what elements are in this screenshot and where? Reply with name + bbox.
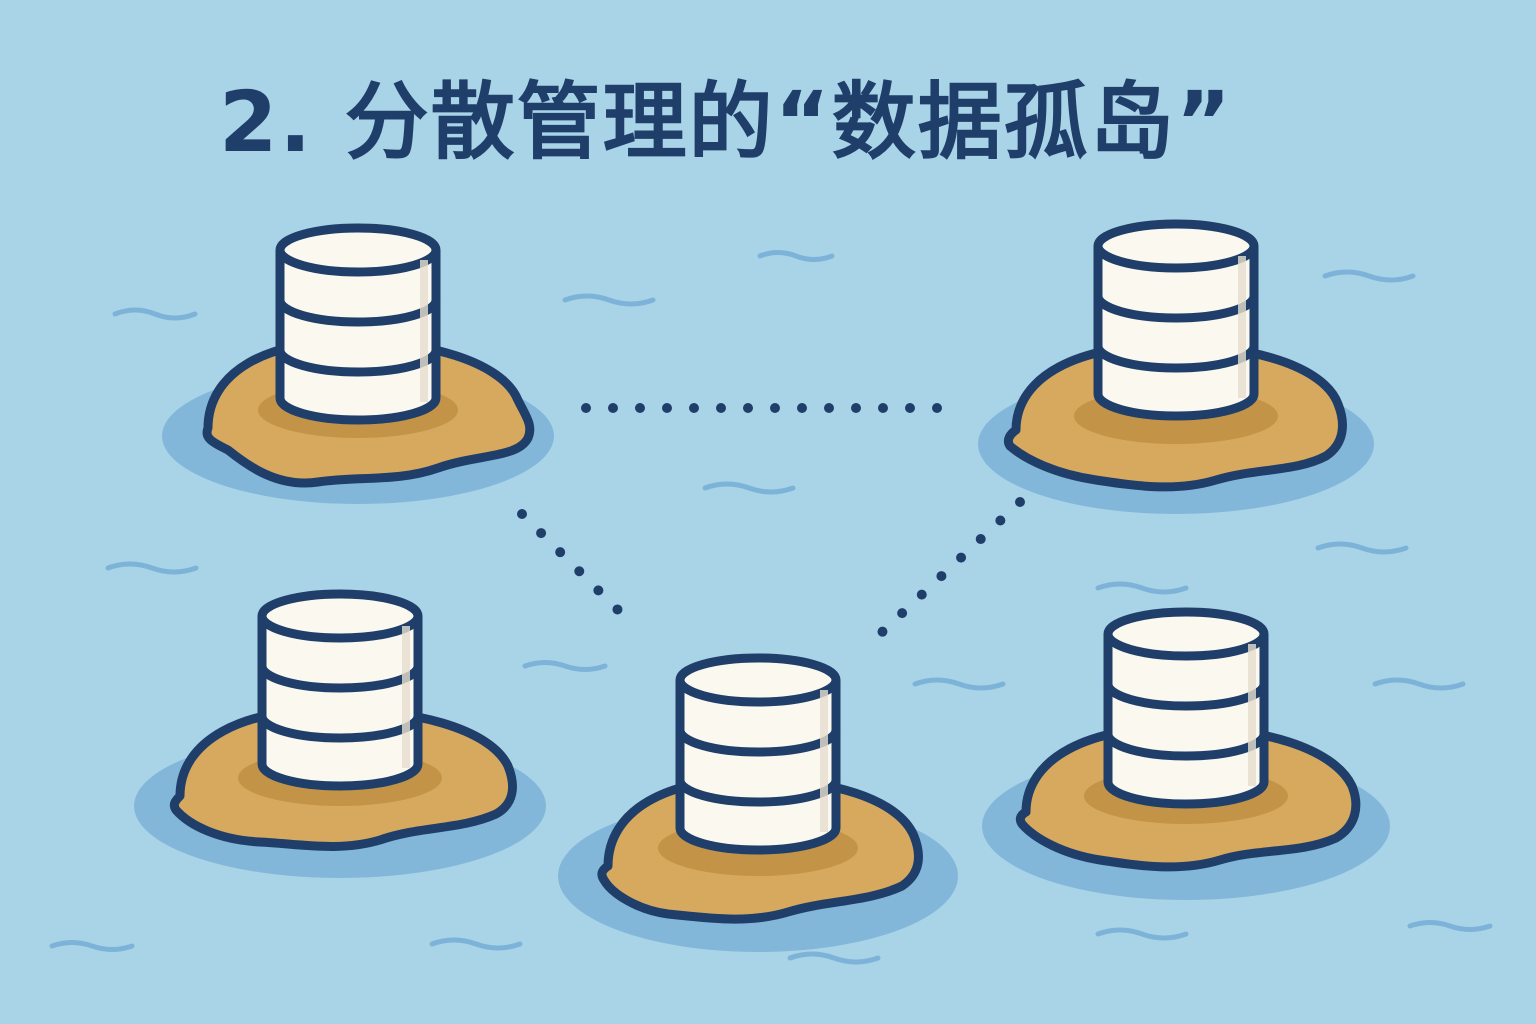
water-ripples	[49, 250, 1493, 965]
ripple	[1407, 920, 1493, 932]
database-icon	[257, 589, 423, 791]
island-bottom-center	[558, 653, 958, 952]
page-title: 2. 分散管理的“数据孤岛”	[218, 73, 1234, 171]
database-icon	[675, 653, 841, 855]
database-icon	[1093, 219, 1259, 421]
dotted-links	[517, 403, 1025, 639]
database-icon	[275, 223, 441, 425]
ripple	[702, 481, 796, 495]
ripple	[1095, 927, 1189, 941]
link-top-left-to-bottom-center	[517, 509, 641, 633]
island-bottom-left	[134, 589, 546, 878]
island-top-left	[162, 223, 554, 504]
ripple	[1372, 677, 1466, 691]
link-top-right-to-bottom-center	[875, 497, 1025, 639]
ripple	[105, 561, 199, 575]
island-top-right	[978, 219, 1374, 514]
ripple	[1322, 269, 1416, 283]
ripple	[1095, 581, 1189, 595]
ripple	[1315, 541, 1409, 555]
ripple	[429, 937, 523, 951]
ripple	[912, 677, 1006, 691]
ripple	[112, 307, 198, 321]
ripple	[787, 951, 881, 965]
ripple	[562, 293, 656, 307]
ripple	[757, 250, 835, 262]
ripple	[522, 660, 608, 672]
ripple	[49, 940, 135, 952]
database-icon	[1103, 607, 1269, 809]
island-bottom-right	[982, 607, 1390, 900]
